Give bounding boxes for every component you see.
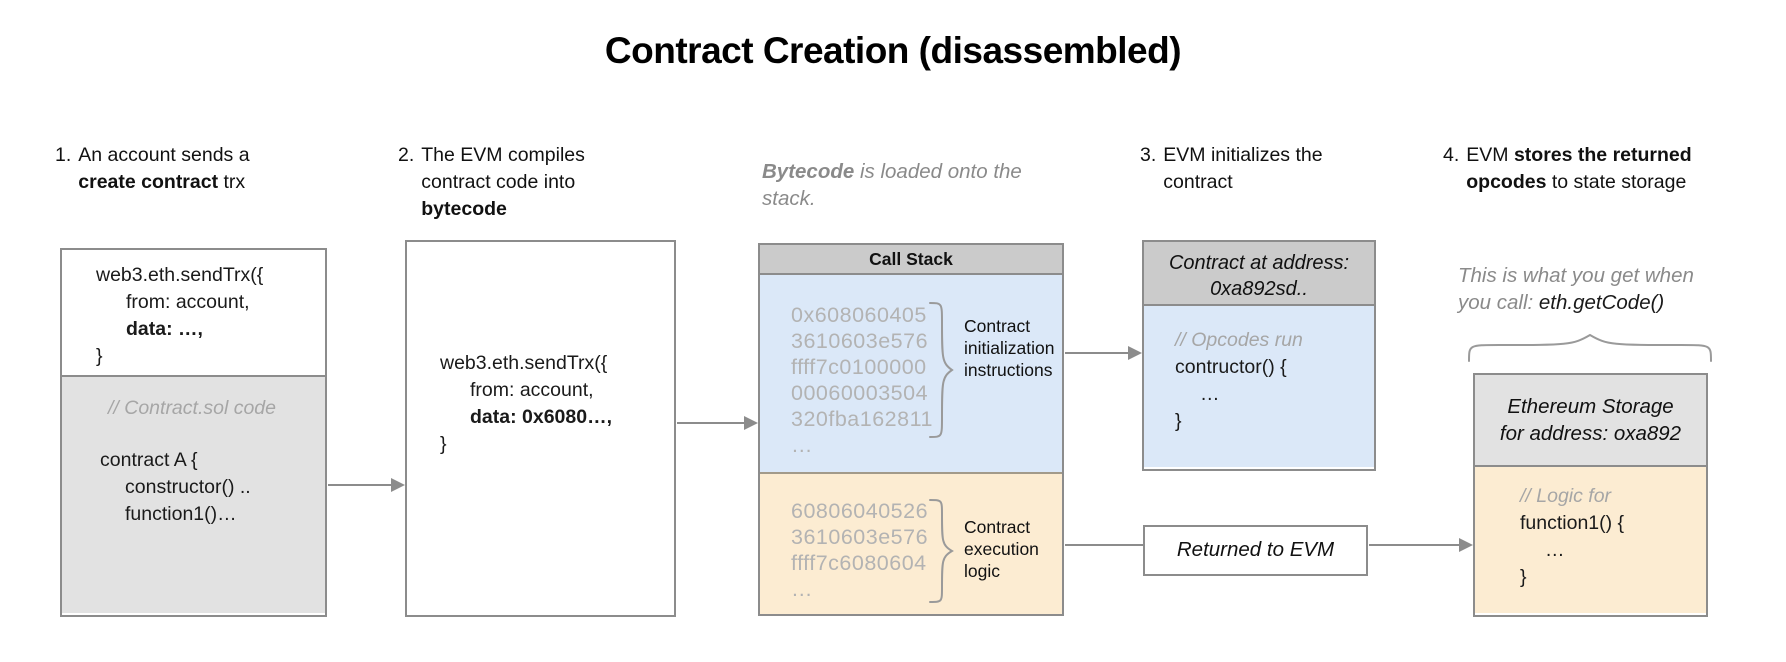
getcode-note-line: you call: <box>1458 291 1539 314</box>
header-line: 0xa892sd.. <box>1210 278 1308 300</box>
bytecode-note-bold: Bytecode <box>762 160 855 183</box>
brace-icon <box>929 302 954 438</box>
step-text-bold: create contract <box>78 171 219 193</box>
step-text: contract code into <box>421 171 576 193</box>
arrow-right-icon <box>1369 538 1473 552</box>
send-trx-box: web3.eth.sendTrx({ from: account, data: … <box>60 248 327 617</box>
code-line: contract A { <box>100 449 198 471</box>
getcode-note: This is what you get when you call: eth.… <box>1458 262 1768 316</box>
code-line: data: …, <box>126 318 203 340</box>
trx-code-section: web3.eth.sendTrx({ from: account, data: … <box>62 250 325 375</box>
bytecode-note: Bytecode is loaded onto the stack. <box>762 158 1062 212</box>
code-line: contructor() { <box>1175 356 1287 378</box>
code-line: } <box>440 433 447 455</box>
step-number: 4. <box>1443 144 1460 166</box>
bytecode-line: ffff7c0100000 <box>791 355 927 379</box>
arrow-right-icon <box>677 416 758 430</box>
connector-line <box>1065 544 1143 546</box>
init-code-section: 0x608060405 3610603e576 ffff7c0100000 00… <box>760 275 1062 472</box>
storage-header: Ethereum Storage for address: oxa892 <box>1475 375 1706 467</box>
bytecode-note-rest: is loaded onto the stack. <box>762 160 1022 210</box>
getcode-call: eth.getCode() <box>1538 291 1665 314</box>
bytecode-line: 60806040526 <box>791 499 929 523</box>
header-line: Contract at address: <box>1168 252 1350 274</box>
opcodes-run-section: // Opcodes run contructor() { … } <box>1144 306 1374 467</box>
bytecode-line: 320fba162811 <box>791 407 933 431</box>
code-line: web3.eth.sendTrx({ <box>440 352 608 374</box>
top-brace-icon <box>1468 333 1712 362</box>
code-line: } <box>96 345 103 367</box>
step-text: The EVM compiles <box>421 144 585 166</box>
step-text: EVM initializes the <box>1163 144 1323 166</box>
bytecode-line: 0x608060405 <box>791 303 927 327</box>
arrow-right-icon <box>328 478 405 492</box>
contract-sol-section: // Contract.sol code contract A { constr… <box>62 375 325 613</box>
bytecode-line: ffff7c6080604 <box>791 551 927 575</box>
step-number: 1. <box>55 144 72 166</box>
step-text-bold: opcodes <box>1466 171 1547 193</box>
code-line: … <box>1545 539 1565 561</box>
code-line: } <box>1175 410 1182 432</box>
step-text-bold: bytecode <box>421 198 507 220</box>
getcode-note-line: This is what you get when <box>1458 264 1694 287</box>
call-stack-header: Call Stack <box>760 245 1062 275</box>
code-line: from: account, <box>126 291 250 313</box>
code-line: constructor() .. <box>125 476 251 498</box>
step-number: 3. <box>1140 144 1157 166</box>
code-line: … <box>1200 383 1220 405</box>
code-line: function1()… <box>125 503 237 525</box>
bytecode-line: 00060003504 <box>791 381 929 405</box>
step-text: contract <box>1163 171 1233 193</box>
step-text: EVM <box>1466 144 1514 166</box>
step-4-heading: 4. EVM stores the returned opcodes to st… <box>1443 142 1692 196</box>
code-line: from: account, <box>470 379 594 401</box>
brace-icon <box>929 499 954 603</box>
step-2-heading: 2. The EVM compiles contract code into b… <box>398 142 585 223</box>
exec-label: Contract execution logic <box>964 517 1039 581</box>
code-comment: // Opcodes run <box>1175 329 1303 351</box>
code-comment: // Logic for <box>1520 485 1612 507</box>
bytecode-line: … <box>791 577 813 601</box>
header-line: Ethereum Storage <box>1507 395 1674 418</box>
exec-code-section: 60806040526 3610603e576 ffff7c6080604 … … <box>760 472 1062 614</box>
code-line: web3.eth.sendTrx({ <box>96 264 264 286</box>
contract-address-header: Contract at address: 0xa892sd.. <box>1144 242 1374 306</box>
step-1-heading: 1. An account sends a create contract tr… <box>55 142 250 196</box>
diagram-title: Contract Creation (disassembled) <box>604 30 1182 71</box>
bytecode-line: 3610603e576 <box>791 525 929 549</box>
trx-bytecode-section: web3.eth.sendTrx({ from: account, data: … <box>440 350 674 458</box>
header-line: for address: oxa892 <box>1499 422 1682 445</box>
call-stack-box: Call Stack 0x608060405 3610603e576 ffff7… <box>758 243 1064 616</box>
code-line: } <box>1520 566 1527 588</box>
code-line: function1() { <box>1520 512 1625 534</box>
code-line: data: 0x6080…, <box>470 406 612 428</box>
step-text: An account sends a <box>78 144 250 166</box>
bytecode-line: 3610603e576 <box>791 329 929 353</box>
contract-address-box: Contract at address: 0xa892sd.. // Opcod… <box>1142 240 1376 471</box>
step-text: trx <box>218 171 246 193</box>
step-text-bold: stores the returned <box>1513 144 1692 166</box>
arrow-right-icon <box>1065 346 1142 360</box>
step-3-heading: 3. EVM initializes the contract <box>1140 142 1323 196</box>
init-label: Contract initialization instructions <box>964 316 1055 380</box>
code-comment: // Contract.sol code <box>108 397 276 419</box>
ethereum-storage-box: Ethereum Storage for address: oxa892 // … <box>1473 373 1708 617</box>
returned-to-evm-box: Returned to EVM <box>1143 525 1368 576</box>
compiled-trx-box: web3.eth.sendTrx({ from: account, data: … <box>405 240 676 617</box>
step-number: 2. <box>398 144 415 166</box>
logic-section: // Logic for function1() { … } <box>1475 467 1706 613</box>
bytecode-line: … <box>791 433 813 457</box>
step-text: to state storage <box>1546 171 1687 193</box>
